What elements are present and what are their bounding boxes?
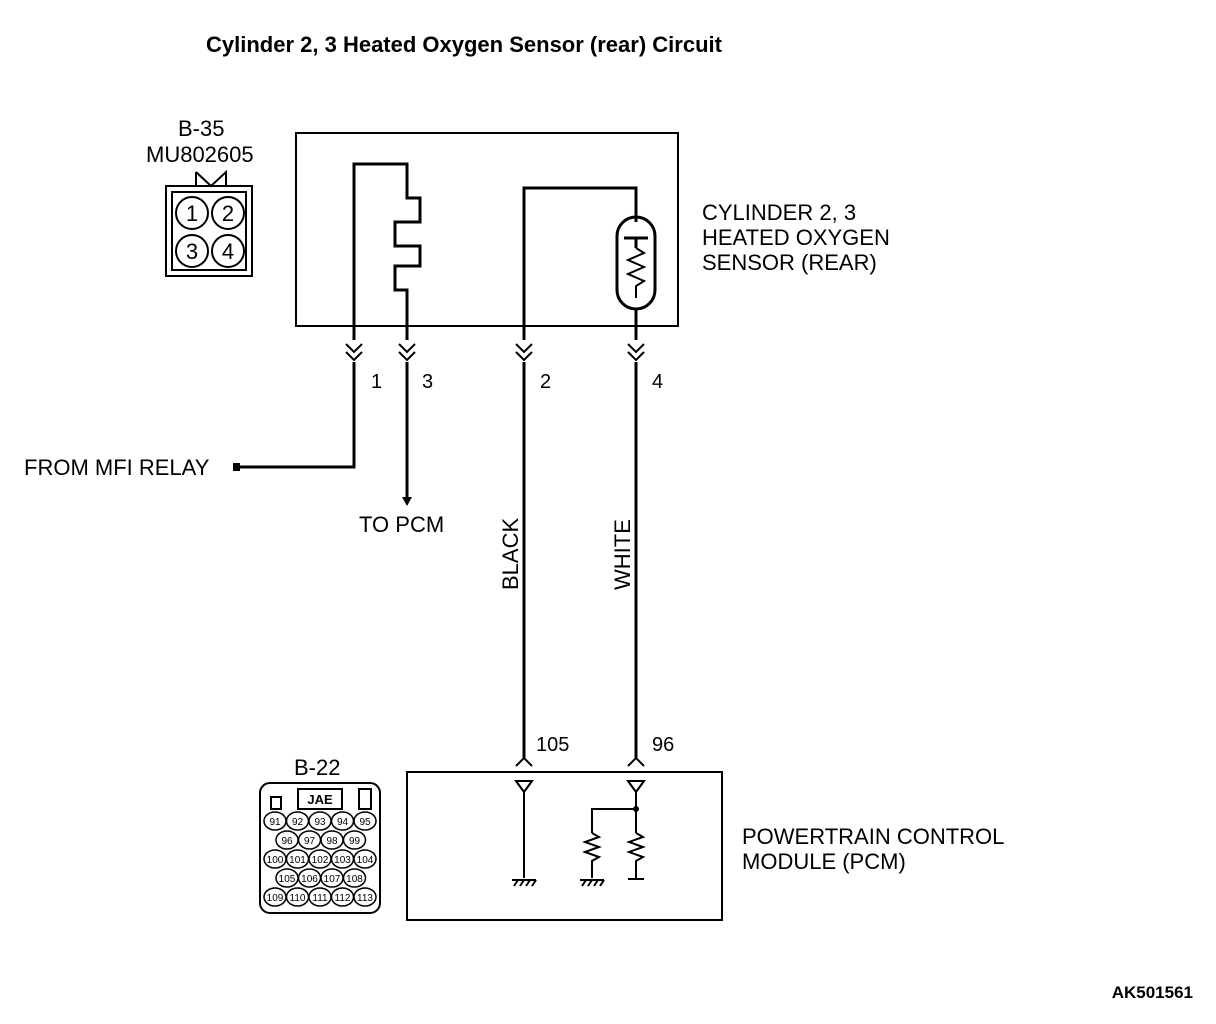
white-wire-color-label: WHITE (610, 519, 635, 590)
connector-pin-number: 108 (346, 874, 363, 885)
connector-pin-number: 105 (279, 874, 296, 885)
svg-text:CYLINDER 2, 3: CYLINDER 2, 3 (702, 200, 856, 225)
connector-pin-number: 99 (349, 836, 361, 847)
connector-maker-label: JAE (307, 792, 333, 807)
connector-pin-cavity (342, 868, 367, 888)
sensor-connector-pins: 1 2 3 4 (175, 196, 245, 268)
pcm-connector-pins: 91 92 93 94 95 96 97 98 99 100 101 102 103 104 105 106 1… (263, 811, 377, 907)
connector-pin-3: 3 (186, 239, 198, 264)
connector-pin-number: 92 (292, 817, 304, 828)
pcm-connector-b22: B-22 JAE 91 92 93 94 95 96 97 98 99 100 101 102 103 1… (259, 755, 381, 914)
sensor-connector-id: B-35 (178, 116, 224, 141)
connector-pin-number: 97 (304, 836, 316, 847)
connector-pin-number: 107 (324, 874, 341, 885)
svg-text:MODULE (PCM): MODULE (PCM) (742, 849, 906, 874)
pcm-connector-body (259, 782, 381, 914)
sensor-connector-b35: B-35 MU802605 1 2 3 4 (146, 116, 254, 277)
pcm-pin-105-label: 105 (536, 734, 569, 756)
connector-pin-number: 96 (281, 836, 293, 847)
resistor-icon (626, 832, 646, 878)
connector-pin-number: 104 (357, 855, 374, 866)
connector-pin-number: 102 (312, 855, 329, 866)
from-mfi-relay-label: FROM MFI RELAY (24, 455, 210, 480)
sensor-terminal-chevrons (345, 343, 645, 362)
connector-pin-number: 110 (290, 893, 306, 904)
relay-feed-wire (238, 362, 356, 469)
to-pcm-label: TO PCM (359, 512, 444, 537)
pcm-connector-id: B-22 (294, 755, 340, 780)
sensor-pin-2-label: 2 (540, 371, 551, 393)
sensor-pin-4-label: 4 (652, 371, 663, 393)
pcm-pin-96-label: 96 (652, 734, 674, 756)
connector-pin-number: 112 (335, 893, 351, 904)
oxygen-sensor-box (295, 132, 679, 327)
pcm-terminal-chevrons (515, 756, 645, 767)
connector-pin-number: 98 (326, 836, 338, 847)
oxygen-sensor-label: CYLINDER 2, 3 HEATED OXYGEN SENSOR (REAR… (702, 200, 890, 275)
sensing-element-icon (522, 186, 657, 340)
connector-pin-number: 103 (334, 855, 351, 866)
pcm-label: POWERTRAIN CONTROL MODULE (PCM) (742, 824, 1004, 874)
pcm-sensor-input-circuit (580, 780, 646, 887)
connector-pin-cavity (342, 830, 367, 850)
figure-code: AK501561 (1112, 983, 1193, 1002)
connector-pin-number: 94 (337, 817, 349, 828)
pcm-box (406, 771, 723, 921)
arrow-down-icon (402, 497, 412, 506)
connector-pin-number: 113 (357, 893, 373, 904)
connector-pin-cavity (353, 811, 377, 831)
connector-pin-number: 95 (359, 817, 371, 828)
sensor-connector-body (165, 185, 253, 277)
pcm-ground-circuit (512, 780, 537, 887)
connector-latch-icon (195, 169, 227, 188)
resistor-icon (582, 832, 602, 878)
diagram-title: Cylinder 2, 3 Heated Oxygen Sensor (rear… (206, 32, 723, 57)
connector-pin-number: 109 (267, 893, 284, 904)
connector-pin-2: 2 (222, 201, 234, 226)
ground-icon (581, 879, 605, 887)
svg-text:HEATED OXYGEN: HEATED OXYGEN (702, 225, 890, 250)
connector-pin-number: 101 (289, 855, 306, 866)
connector-pin-cavity (353, 887, 377, 907)
heater-element-icon (352, 162, 422, 340)
ground-icon (513, 879, 537, 887)
black-wire-color-label: BLACK (498, 518, 523, 590)
connector-pin-number: 91 (269, 817, 281, 828)
sensor-connector-part-number: MU802605 (146, 142, 254, 167)
svg-text:POWERTRAIN CONTROL: POWERTRAIN CONTROL (742, 824, 1004, 849)
connector-pin-4: 4 (222, 239, 234, 264)
connector-pin-cavity (353, 849, 377, 869)
connector-pin-1: 1 (186, 201, 198, 226)
sensor-pin-1-label: 1 (371, 371, 382, 393)
wire-end-marker-icon (233, 463, 240, 471)
connector-pin-number: 106 (301, 874, 318, 885)
connector-pin-number: 93 (314, 817, 326, 828)
svg-text:SENSOR (REAR): SENSOR (REAR) (702, 250, 877, 275)
connector-pin-number: 111 (312, 893, 328, 904)
connector-pin-number: 100 (267, 855, 284, 866)
sensor-pin-3-label: 3 (422, 371, 433, 393)
